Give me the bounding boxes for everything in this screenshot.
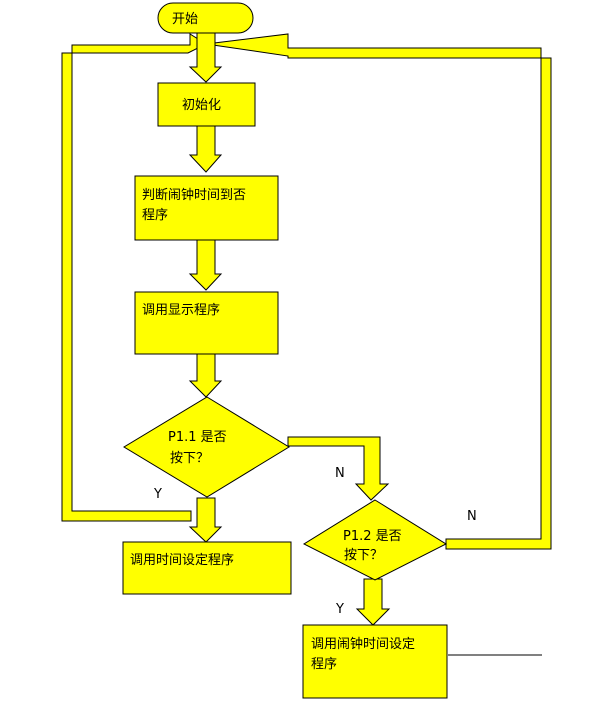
edge-label-p11-no: N xyxy=(335,466,345,481)
start-label: 开始 xyxy=(172,12,198,27)
edge-label-p11-yes: Y xyxy=(153,487,162,502)
p11-label-line1: P1.1 是否 xyxy=(168,430,227,445)
p12-decision xyxy=(302,499,448,581)
call-alarm-set-label-line1: 调用闹钟时间设定 xyxy=(311,636,415,652)
p12-label-line1: P1.2 是否 xyxy=(343,529,402,544)
check-alarm-label-line1: 判断闹钟时间到否 xyxy=(142,187,246,203)
start-terminal xyxy=(157,2,254,34)
right-loop-arrow xyxy=(205,33,552,550)
edge-label-p12-yes: Y xyxy=(335,602,344,617)
call-alarm-set-box xyxy=(302,624,448,699)
check-alarm-label-line2: 程序 xyxy=(142,208,168,223)
arrow-start-to-init xyxy=(188,32,223,83)
call-alarm-set-label-line2: 程序 xyxy=(311,657,337,672)
arrow-p11-no xyxy=(287,436,390,501)
p11-decision xyxy=(123,396,290,498)
call-time-set-label: 调用时间设定程序 xyxy=(130,553,234,568)
arrow-check-to-display xyxy=(188,239,223,291)
arrow-p11-yes xyxy=(188,497,223,543)
call-time-set-box xyxy=(122,541,292,595)
init-label: 初始化 xyxy=(182,98,221,113)
arrow-display-to-p11 xyxy=(188,353,223,398)
init-box xyxy=(157,82,256,127)
p12-label-line2: 按下？ xyxy=(344,548,383,563)
call-display-box xyxy=(134,291,279,355)
check-alarm-box xyxy=(134,175,279,241)
arrow-p12-yes xyxy=(355,578,391,626)
call-display-label: 调用显示程序 xyxy=(142,303,220,318)
edge-label-p12-no: N xyxy=(467,509,477,524)
arrow-init-to-check xyxy=(188,125,223,173)
p11-label-line2: 按下？ xyxy=(170,451,209,466)
